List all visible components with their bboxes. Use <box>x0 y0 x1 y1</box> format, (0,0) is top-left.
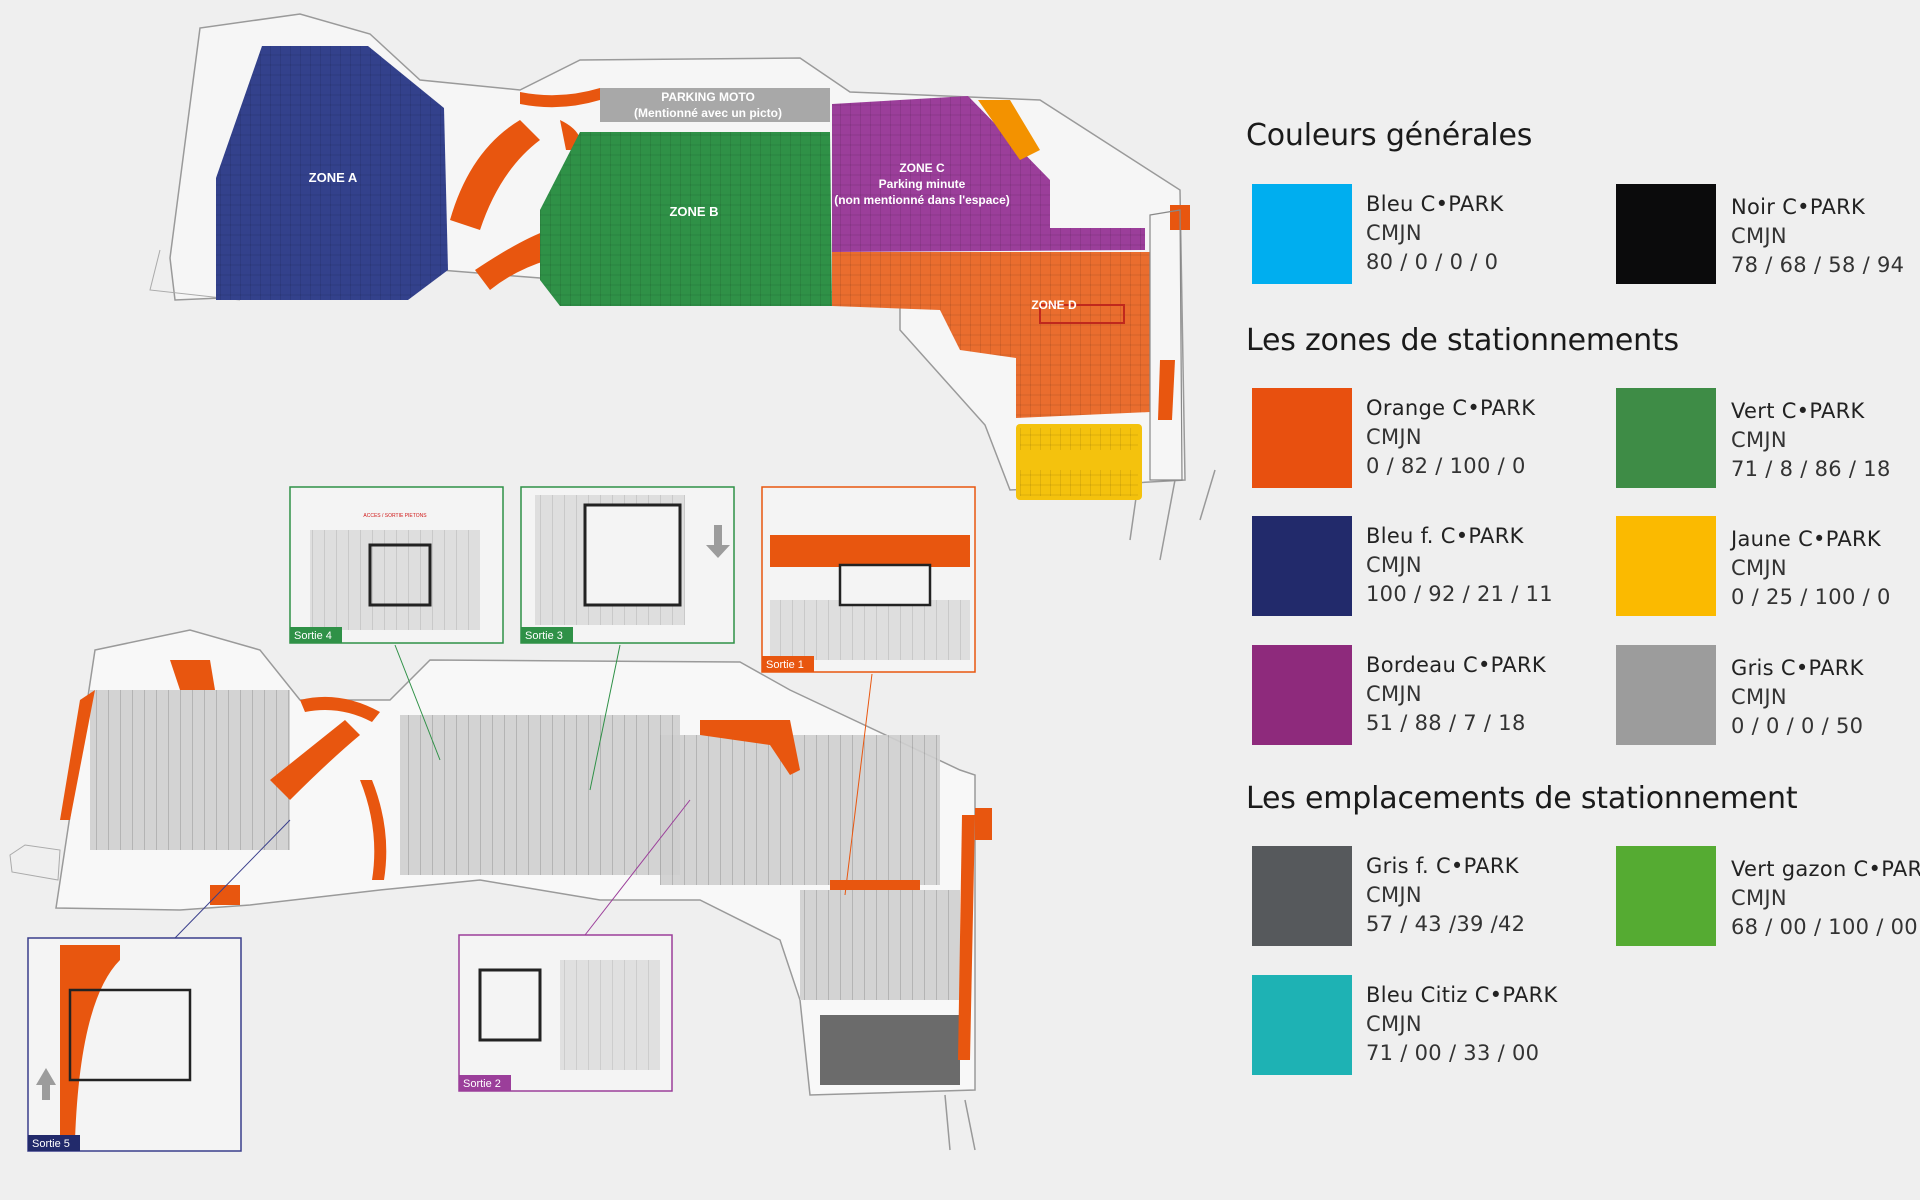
swatch-noir-cpark <box>1616 184 1716 284</box>
callout-label: Sortie 5 <box>32 1138 70 1150</box>
callout-sortie-2: Sortie 2 <box>458 934 673 1092</box>
swatch-name: Gris C•PARK <box>1731 656 1864 680</box>
swatch-text-bordeau-cpark: Bordeau C•PARK CMJN 51 / 88 / 7 / 18 <box>1366 651 1546 738</box>
swatch-values: 68 / 00 / 100 / 00 <box>1731 915 1918 939</box>
swatch-mode: CMJN <box>1731 886 1787 910</box>
swatch-name: Bleu C•PARK <box>1366 192 1504 216</box>
swatch-name: Noir C•PARK <box>1731 195 1866 219</box>
callout-sortie-1: Sortie 1 <box>761 486 976 673</box>
swatch-gris-cpark <box>1616 645 1716 745</box>
callout-label: Sortie 2 <box>463 1078 501 1090</box>
swatch-text-gris-f-cpark: Gris f. C•PARK CMJN 57 / 43 /39 /42 <box>1366 852 1525 939</box>
swatch-values: 0 / 0 / 0 / 50 <box>1731 714 1864 738</box>
bottom-plan <box>9 629 992 1151</box>
swatch-text-gris-cpark: Gris C•PARK CMJN 0 / 0 / 0 / 50 <box>1731 654 1864 741</box>
swatch-mode: CMJN <box>1366 221 1422 245</box>
zone-c-sublabel-2: (non mentionné dans l'espace) <box>834 193 1010 207</box>
callout-sortie-4: ACCES / SORTIE PIETONS Sortie 4 <box>289 486 504 644</box>
color-legend: Couleurs générales Bleu C•PARK CMJN 80 /… <box>1246 118 1920 1118</box>
moto-sublabel: (Mentionné avec un picto) <box>634 106 782 120</box>
callout-access-label: ACCES / SORTIE PIETONS <box>363 513 427 519</box>
swatch-mode: CMJN <box>1731 428 1787 452</box>
swatch-name: Vert C•PARK <box>1731 399 1865 423</box>
swatch-mode: CMJN <box>1366 682 1422 706</box>
swatch-values: 57 / 43 /39 /42 <box>1366 912 1526 936</box>
zone-d-label: ZONE D <box>1031 298 1077 312</box>
swatch-text-vert-cpark: Vert C•PARK CMJN 71 / 8 / 86 / 18 <box>1731 397 1891 484</box>
swatch-values: 78 / 68 / 58 / 94 <box>1731 253 1905 277</box>
swatch-mode: CMJN <box>1366 1012 1422 1036</box>
swatch-values: 71 / 00 / 33 / 00 <box>1366 1041 1540 1065</box>
zone-c-sublabel-1: Parking minute <box>879 177 966 191</box>
swatch-jaune-cpark <box>1616 516 1716 616</box>
swatch-name: Bordeau C•PARK <box>1366 653 1546 677</box>
swatch-text-bleu-cpark: Bleu C•PARK CMJN 80 / 0 / 0 / 0 <box>1366 190 1504 277</box>
swatch-name: Jaune C•PARK <box>1731 527 1881 551</box>
swatch-text-orange-cpark: Orange C•PARK CMJN 0 / 82 / 100 / 0 <box>1366 394 1535 481</box>
swatch-bleu-cpark <box>1252 184 1352 284</box>
swatch-vert-gazon-cpark <box>1616 846 1716 946</box>
top-plan: ZONE A ZONE B ZONE C Parking minute (non… <box>149 13 1216 561</box>
callout-sortie-3: Sortie 3 <box>520 486 735 644</box>
swatch-mode: CMJN <box>1731 556 1787 580</box>
swatch-mode: CMJN <box>1731 224 1787 248</box>
bottom-rows-left <box>90 690 290 850</box>
zone-a-label: ZONE A <box>309 170 358 185</box>
callout-label: Sortie 3 <box>525 630 563 642</box>
callout-sortie-5: Sortie 5 <box>27 937 242 1152</box>
legend-section-title-zones: Les zones de stationnements <box>1246 323 1679 358</box>
callout-label: Sortie 1 <box>766 659 804 671</box>
swatch-bleu-citiz-cpark <box>1252 975 1352 1075</box>
swatch-values: 0 / 25 / 100 / 0 <box>1731 585 1891 609</box>
bottom-rows-right <box>660 735 940 885</box>
moto-area <box>600 88 830 122</box>
swatch-name: Bleu f. C•PARK <box>1366 524 1524 548</box>
swatch-text-vert-gazon-cpark: Vert gazon C•PARK CMJN 68 / 00 / 100 / 0… <box>1731 855 1920 942</box>
zone-c-label: ZONE C <box>899 161 945 175</box>
bottom-rows-center <box>400 715 680 875</box>
moto-label: PARKING MOTO <box>661 90 755 104</box>
swatch-text-bleu-citiz-cpark: Bleu Citiz C•PARK CMJN 71 / 00 / 33 / 00 <box>1366 981 1558 1068</box>
swatch-mode: CMJN <box>1366 425 1422 449</box>
swatch-mode: CMJN <box>1731 685 1787 709</box>
swatch-orange-cpark <box>1252 388 1352 488</box>
swatch-values: 51 / 88 / 7 / 18 <box>1366 711 1526 735</box>
callout-connectors <box>174 644 873 939</box>
swatch-text-bleu-f-cpark: Bleu f. C•PARK CMJN 100 / 92 / 21 / 11 <box>1366 522 1553 609</box>
swatch-values: 71 / 8 / 86 / 18 <box>1731 457 1891 481</box>
parking-floor-plans: ZONE A ZONE B ZONE C Parking minute (non… <box>9 13 1216 1152</box>
swatch-bordeau-cpark <box>1252 645 1352 745</box>
swatch-text-noir-cpark: Noir C•PARK CMJN 78 / 68 / 58 / 94 <box>1731 193 1904 280</box>
swatch-name: Vert gazon C•PARK <box>1731 857 1920 881</box>
callout-label: Sortie 4 <box>294 630 332 642</box>
swatch-gris-f-cpark <box>1252 846 1352 946</box>
legend-section-title-emplacements: Les emplacements de stationnement <box>1246 781 1798 816</box>
swatch-bleu-f-cpark <box>1252 516 1352 616</box>
swatch-mode: CMJN <box>1366 883 1422 907</box>
swatch-values: 100 / 92 / 21 / 11 <box>1366 582 1553 606</box>
swatch-values: 80 / 0 / 0 / 0 <box>1366 250 1499 274</box>
legend-section-title-general: Couleurs générales <box>1246 118 1533 153</box>
swatch-name: Orange C•PARK <box>1366 396 1536 420</box>
swatch-mode: CMJN <box>1366 553 1422 577</box>
swatch-values: 0 / 82 / 100 / 0 <box>1366 454 1526 478</box>
zone-b-label: ZONE B <box>669 204 718 219</box>
swatch-text-jaune-cpark: Jaune C•PARK CMJN 0 / 25 / 100 / 0 <box>1731 525 1891 612</box>
swatch-vert-cpark <box>1616 388 1716 488</box>
swatch-name: Gris f. C•PARK <box>1366 854 1519 878</box>
swatch-name: Bleu Citiz C•PARK <box>1366 983 1558 1007</box>
